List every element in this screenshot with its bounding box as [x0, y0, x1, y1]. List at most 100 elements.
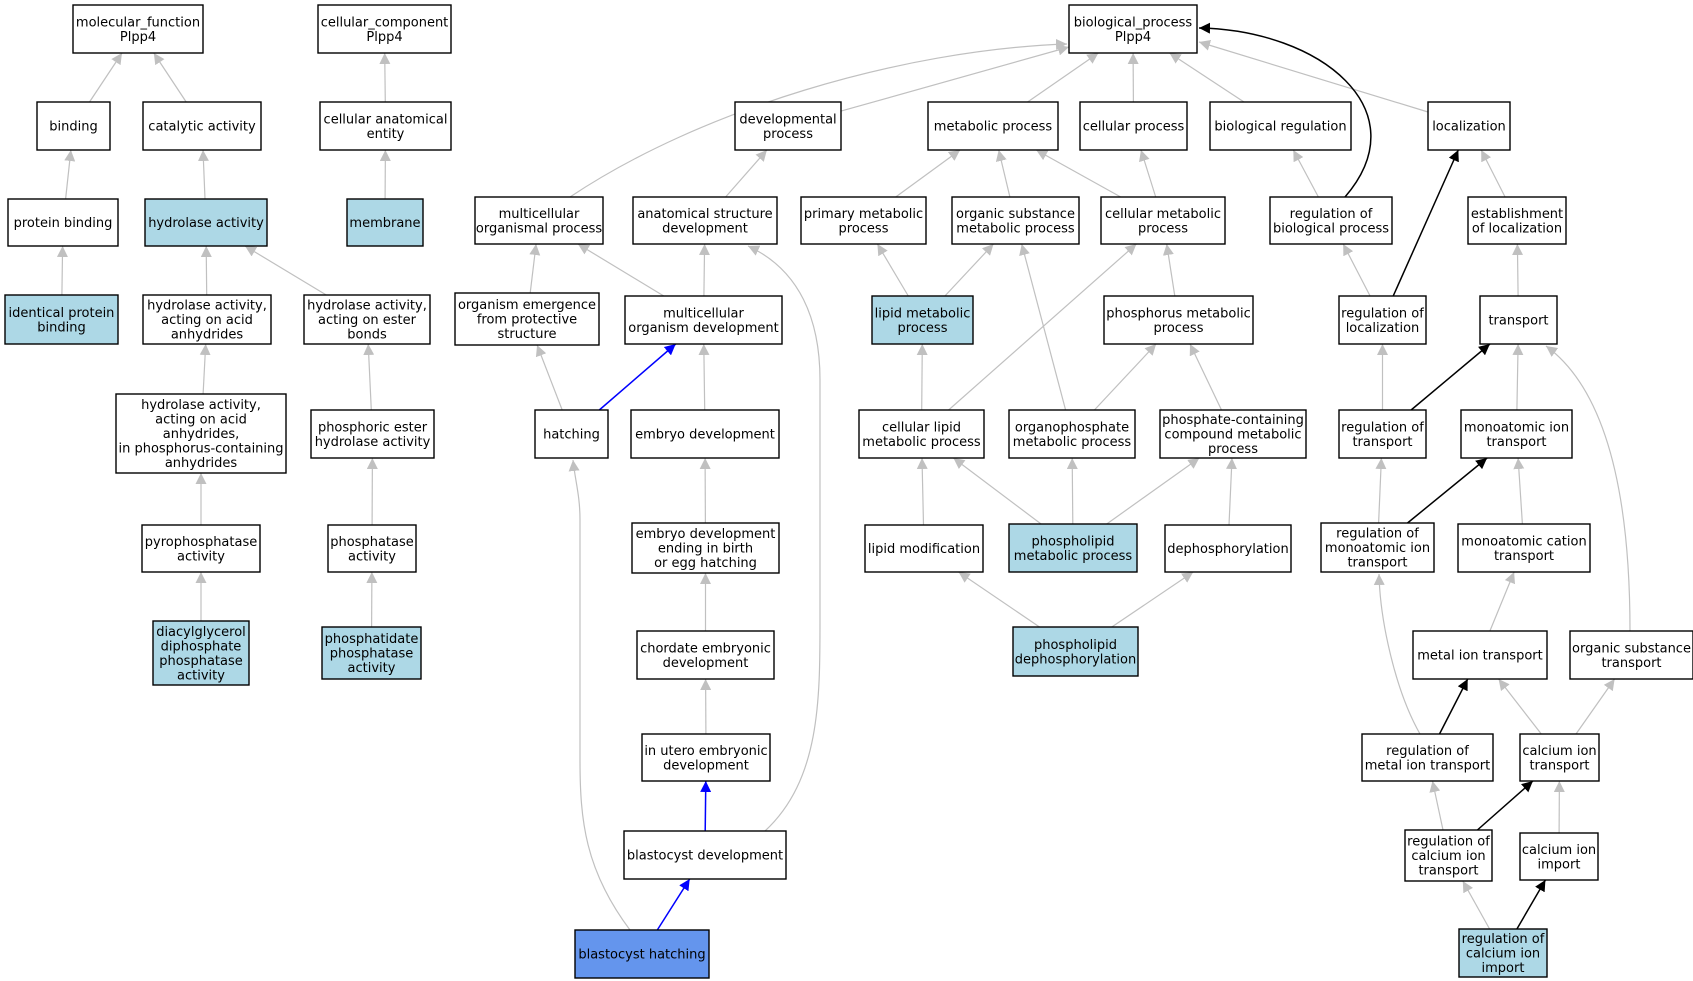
node-metalion[interactable]: metal ion transport — [1412, 630, 1548, 680]
node-box — [623, 830, 787, 880]
node-dgpp[interactable]: diacylglyceroldiphosphatephosphataseacti… — [152, 620, 250, 686]
node-dephos[interactable]: dephosphorylation — [1164, 524, 1292, 573]
node-loc[interactable]: localization — [1427, 101, 1511, 151]
node-protbind[interactable]: protein binding — [7, 198, 119, 247]
node-label-line: bonds — [347, 328, 387, 343]
node-hydanhyd[interactable]: hydrolase activity,acting on acidanhydri… — [142, 294, 272, 345]
node-catalytic[interactable]: catalytic activity — [142, 101, 262, 151]
node-hatching[interactable]: hatching — [534, 409, 609, 459]
edge-hydester-to-hydro — [244, 245, 327, 296]
node-label-line: metabolic process — [1013, 435, 1132, 450]
node-box — [474, 196, 604, 245]
node-label-line: calcium ion — [1522, 744, 1596, 759]
node-hydro[interactable]: hydrolase activity — [144, 198, 268, 247]
node-blasthatch[interactable]: blastocyst hatching — [574, 929, 710, 979]
node-label-line: organism emergence — [458, 298, 596, 313]
node-label-line: binding — [37, 320, 85, 335]
node-box — [1164, 524, 1292, 573]
edge-transport-to-estloc — [1512, 243, 1524, 297]
node-box — [346, 198, 424, 247]
node-box — [72, 4, 204, 54]
node-label-line: binding — [49, 120, 97, 135]
node-bioreg[interactable]: biological regulation — [1209, 101, 1352, 151]
node-label-line: phosphorus metabolic — [1106, 306, 1250, 321]
edge-monocat-to-monoion — [1513, 457, 1525, 525]
node-cellproc[interactable]: cellular process — [1079, 101, 1188, 151]
node-box — [1427, 101, 1511, 151]
edge-phosmet-to-cellmet — [1162, 243, 1176, 297]
node-label-line: hydrolase activity, — [147, 299, 267, 314]
node-embdev[interactable]: embryo development — [630, 409, 780, 459]
node-blastdev[interactable]: blastocyst development — [623, 830, 787, 880]
edge-lipmod-to-celllip — [916, 457, 928, 526]
node-label-line: catalytic activity — [148, 120, 256, 135]
edge-estloc-to-loc — [1480, 149, 1506, 198]
node-label-line: structure — [498, 327, 557, 342]
node-label-line: entity — [367, 127, 405, 142]
edge-blasthatch-to-blastdev — [656, 878, 691, 931]
edge-regtrans-to-transport — [1410, 343, 1491, 411]
node-label-line: process — [1138, 221, 1188, 236]
node-box — [1103, 295, 1254, 345]
node-lipmod[interactable]: lipid modification — [864, 524, 984, 573]
node-label-line: ending in birth — [658, 542, 753, 557]
edge-caion-to-metalion — [1498, 678, 1542, 735]
node-label-line: dephosphorylation — [1167, 542, 1288, 557]
node-label-line: transport — [1486, 435, 1546, 450]
node-label-line: membrane — [349, 216, 420, 231]
node-label-line: localization — [1346, 321, 1420, 336]
node-hydphos[interactable]: hydrolase activity,acting on acidanhydri… — [115, 393, 287, 474]
node-box — [574, 929, 710, 979]
node-box — [142, 101, 262, 151]
node-membrane[interactable]: membrane — [346, 198, 424, 247]
node-binding[interactable]: binding — [36, 101, 111, 151]
node-transport[interactable]: transport — [1479, 295, 1558, 345]
node-label-line: calcium ion — [1466, 947, 1540, 962]
node-label-line: process — [1154, 321, 1204, 336]
node-label-line: monoatomic ion — [1325, 541, 1430, 556]
node-metab[interactable]: metabolic process — [927, 101, 1059, 151]
node-box — [152, 620, 250, 686]
